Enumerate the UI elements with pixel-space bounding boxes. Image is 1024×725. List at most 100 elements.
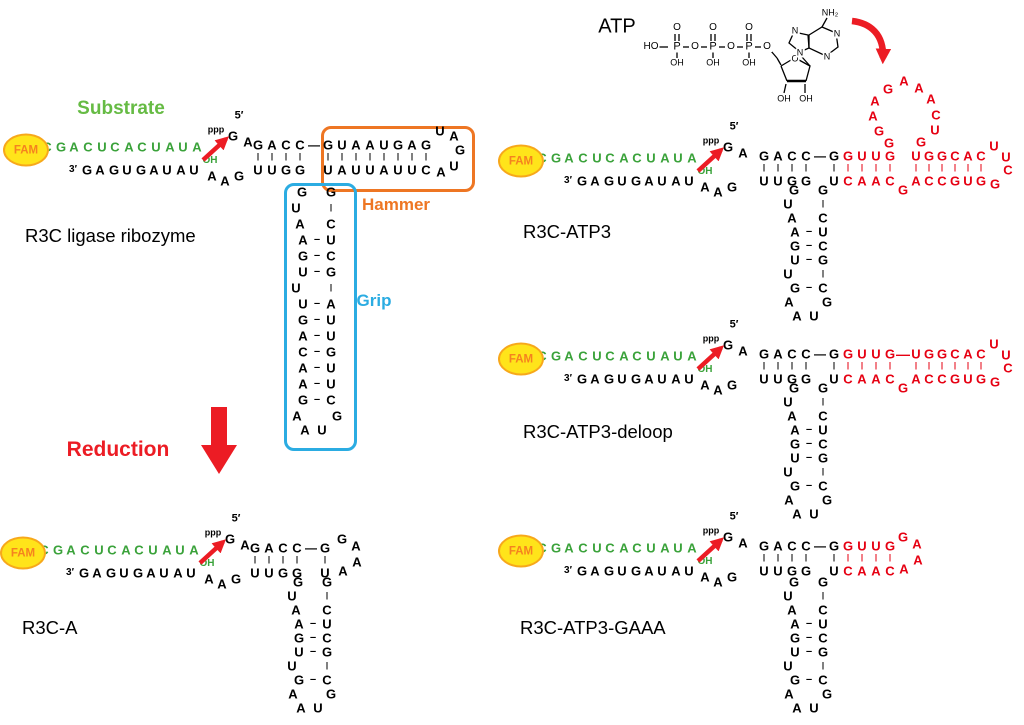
nt-char: G <box>758 346 770 362</box>
nt-char: U <box>178 139 188 155</box>
nt-char: | <box>860 361 864 370</box>
nt-char: C <box>83 139 93 155</box>
nt-char: G <box>882 81 894 97</box>
nt-char: A <box>337 162 347 178</box>
nt-char: C <box>818 436 828 452</box>
nt-char: A <box>738 145 748 161</box>
nt-char: U <box>407 162 417 178</box>
nt-char: OH <box>741 57 757 68</box>
nt-char: A <box>871 563 881 579</box>
nt-char: – <box>313 393 321 406</box>
nt-char: G <box>321 644 333 660</box>
nt-char: G <box>817 644 829 660</box>
nt-char: – <box>313 313 321 326</box>
nt-char: A <box>660 348 670 364</box>
nt-char: A <box>619 540 629 556</box>
nt-char: U <box>963 173 973 189</box>
nt-char: | <box>424 152 428 161</box>
nt-char: | <box>953 361 957 370</box>
nt-char: U <box>617 563 627 579</box>
nt-char: G <box>108 162 120 178</box>
nt-char: N <box>832 28 842 39</box>
nt-char: U <box>326 376 336 392</box>
nt-char: A <box>291 602 301 618</box>
r3c-atp3-gaaa-title: R3C-ATP3-GAAA <box>520 617 666 638</box>
nt-char: G <box>786 173 798 189</box>
nt-char: A <box>240 537 250 553</box>
nt-char: A <box>351 137 361 153</box>
nt-char: A <box>294 616 304 632</box>
hammer-label: Hammer <box>361 195 431 214</box>
nt-char: G <box>949 371 961 387</box>
nt-char: | <box>821 199 825 208</box>
nt-char: P <box>744 40 754 53</box>
nt-char: | <box>821 397 825 406</box>
nt-char: A <box>220 173 230 189</box>
nt-char: OH <box>705 57 721 68</box>
nt-char: A <box>913 552 923 568</box>
nt-char: | <box>846 553 850 562</box>
nt-char: U <box>773 371 783 387</box>
nt-char: G <box>78 565 90 581</box>
nt-char: U <box>298 296 308 312</box>
nt-char: G <box>817 380 829 396</box>
nt-char: G <box>454 142 466 158</box>
nt-char: N <box>790 25 800 36</box>
nt-char: A <box>790 224 800 240</box>
nt-char: G <box>821 492 833 508</box>
nt-char: G <box>726 377 738 393</box>
nt-char: A <box>176 162 186 178</box>
nt-char: C <box>843 371 853 387</box>
nt-char: ppp <box>702 135 720 146</box>
nt-char: A <box>899 561 909 577</box>
nt-char: U <box>783 658 793 674</box>
nt-char: | <box>846 163 850 172</box>
nt-char: G <box>132 565 144 581</box>
nt-char: A <box>407 137 417 153</box>
nt-char: G <box>325 184 337 200</box>
nt-char: G <box>817 450 829 466</box>
nt-char: P <box>672 40 682 53</box>
nt-char: — <box>305 541 317 555</box>
nt-char: A <box>687 150 697 166</box>
nt-char: U <box>435 123 445 139</box>
nt-char: O <box>762 41 772 52</box>
nt-char: | <box>762 163 766 172</box>
nt-char: C <box>787 346 797 362</box>
nt-char: A <box>871 371 881 387</box>
nt-char: C <box>632 348 642 364</box>
nt-char: G <box>576 563 588 579</box>
nt-char: A <box>449 128 459 144</box>
nt-char: | <box>888 163 892 172</box>
nt-char: 3′ <box>564 373 572 384</box>
ligation-arrow <box>198 539 226 565</box>
nt-char: U <box>673 540 683 556</box>
nt-char: U <box>759 563 769 579</box>
nt-char: A <box>564 150 574 166</box>
nt-char: G <box>883 135 895 151</box>
nt-char: U <box>963 371 973 387</box>
nt-char: G <box>726 179 738 195</box>
nt-char: – <box>309 617 317 630</box>
fam-tag: FAM <box>498 342 544 376</box>
nt-char: G <box>291 565 303 581</box>
nt-char: G <box>800 563 812 579</box>
nt-char: A <box>963 346 973 362</box>
reduction-label: Reduction <box>66 438 170 461</box>
nt-char: G <box>722 139 734 155</box>
nt-char: C <box>885 173 895 189</box>
nt-char: C <box>632 150 642 166</box>
nt-char: U <box>684 371 694 387</box>
nt-char: A <box>790 616 800 632</box>
nt-char: G <box>828 346 840 362</box>
nt-char: C <box>976 148 986 164</box>
nt-char: U <box>783 588 793 604</box>
nt-char: A <box>671 563 681 579</box>
nt-char: G <box>722 337 734 353</box>
nt-char: G <box>321 574 333 590</box>
nt-char: – <box>805 645 813 658</box>
nt-char: G <box>915 134 927 150</box>
nt-char: G <box>788 574 800 590</box>
nt-char: C <box>110 139 120 155</box>
nt-char: G <box>842 346 854 362</box>
